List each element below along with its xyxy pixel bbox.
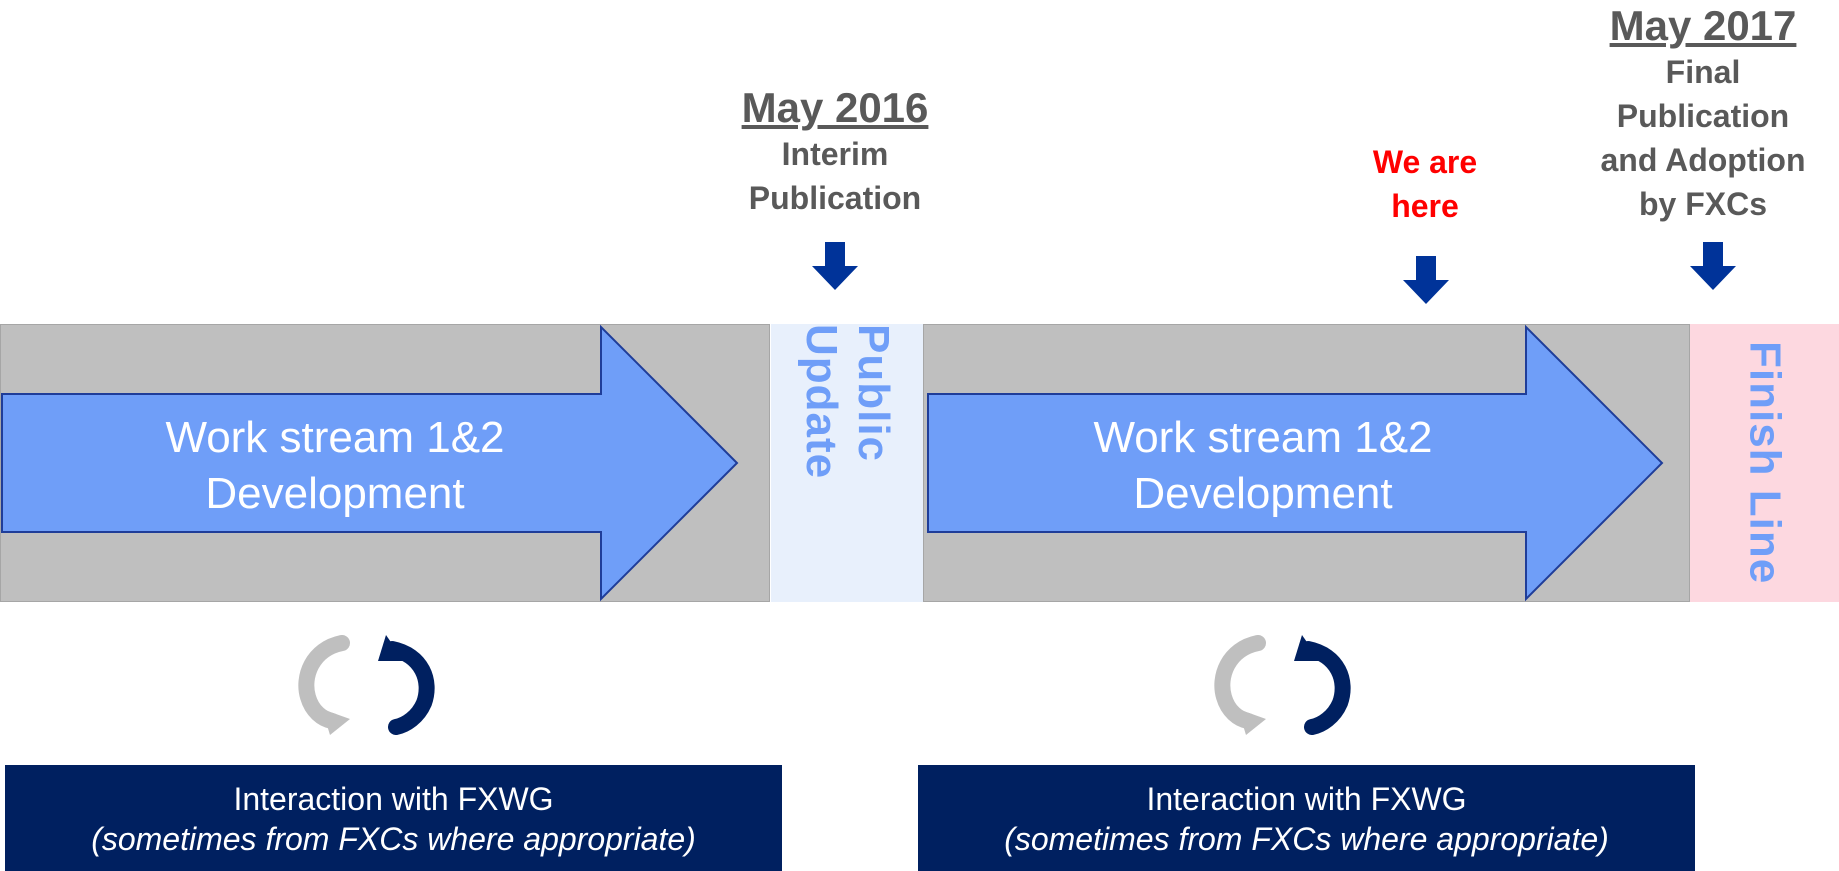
milestone-final-line4: by FXCs: [1638, 186, 1768, 222]
milestone-final-line3: and Adoption: [1600, 142, 1806, 178]
milestone-final-date: May 2017: [1609, 2, 1797, 49]
current-position-line2: here: [1391, 188, 1459, 224]
interaction-2-subtitle: (sometimes from FXCs where appropriate): [1004, 821, 1609, 857]
work-stream-2-line2: Development: [1133, 469, 1393, 518]
down-arrow-icon: [1690, 242, 1736, 290]
cycle-arrows-icon: [1214, 635, 1351, 735]
milestone-final-line1: Final: [1665, 54, 1741, 90]
milestone-interim-date: May 2016: [741, 84, 929, 131]
milestone-final-line2: Publication: [1616, 98, 1790, 134]
milestone-final: May 2017 Final Publication and Adoption …: [1570, 2, 1836, 226]
public-update-label: Public Update: [797, 324, 898, 480]
down-arrow-icon: [812, 242, 858, 290]
down-arrow-icon: [1403, 256, 1449, 304]
work-stream-arrow-2: [927, 324, 1664, 602]
milestone-interim: May 2016 Interim Publication: [700, 84, 970, 220]
work-stream-label-1: Work stream 1&2 Development: [90, 410, 580, 522]
finish-line-panel: [1690, 324, 1839, 602]
work-stream-1-line2: Development: [205, 469, 465, 518]
work-stream-2-line1: Work stream 1&2: [1093, 413, 1433, 462]
interaction-1-title: Interaction with FXWG: [233, 781, 554, 817]
interaction-box-2: Interaction with FXWG (sometimes from FX…: [918, 765, 1695, 871]
interaction-2-title: Interaction with FXWG: [1146, 781, 1467, 817]
current-position-line1: We are: [1372, 144, 1478, 180]
milestone-interim-line1: Interim: [781, 136, 889, 172]
interaction-box-1: Interaction with FXWG (sometimes from FX…: [5, 765, 782, 871]
current-position-marker: We are here: [1330, 140, 1520, 228]
finish-line-label: Finish Line: [1740, 341, 1790, 585]
cycle-arrows-icon: [298, 635, 435, 735]
milestone-interim-line2: Publication: [748, 180, 922, 216]
work-stream-arrow-1: [1, 324, 739, 602]
work-stream-label-2: Work stream 1&2 Development: [1018, 410, 1508, 522]
public-update-panel: [771, 324, 923, 602]
work-stream-1-line1: Work stream 1&2: [165, 413, 505, 462]
interaction-1-subtitle: (sometimes from FXCs where appropriate): [91, 821, 696, 857]
